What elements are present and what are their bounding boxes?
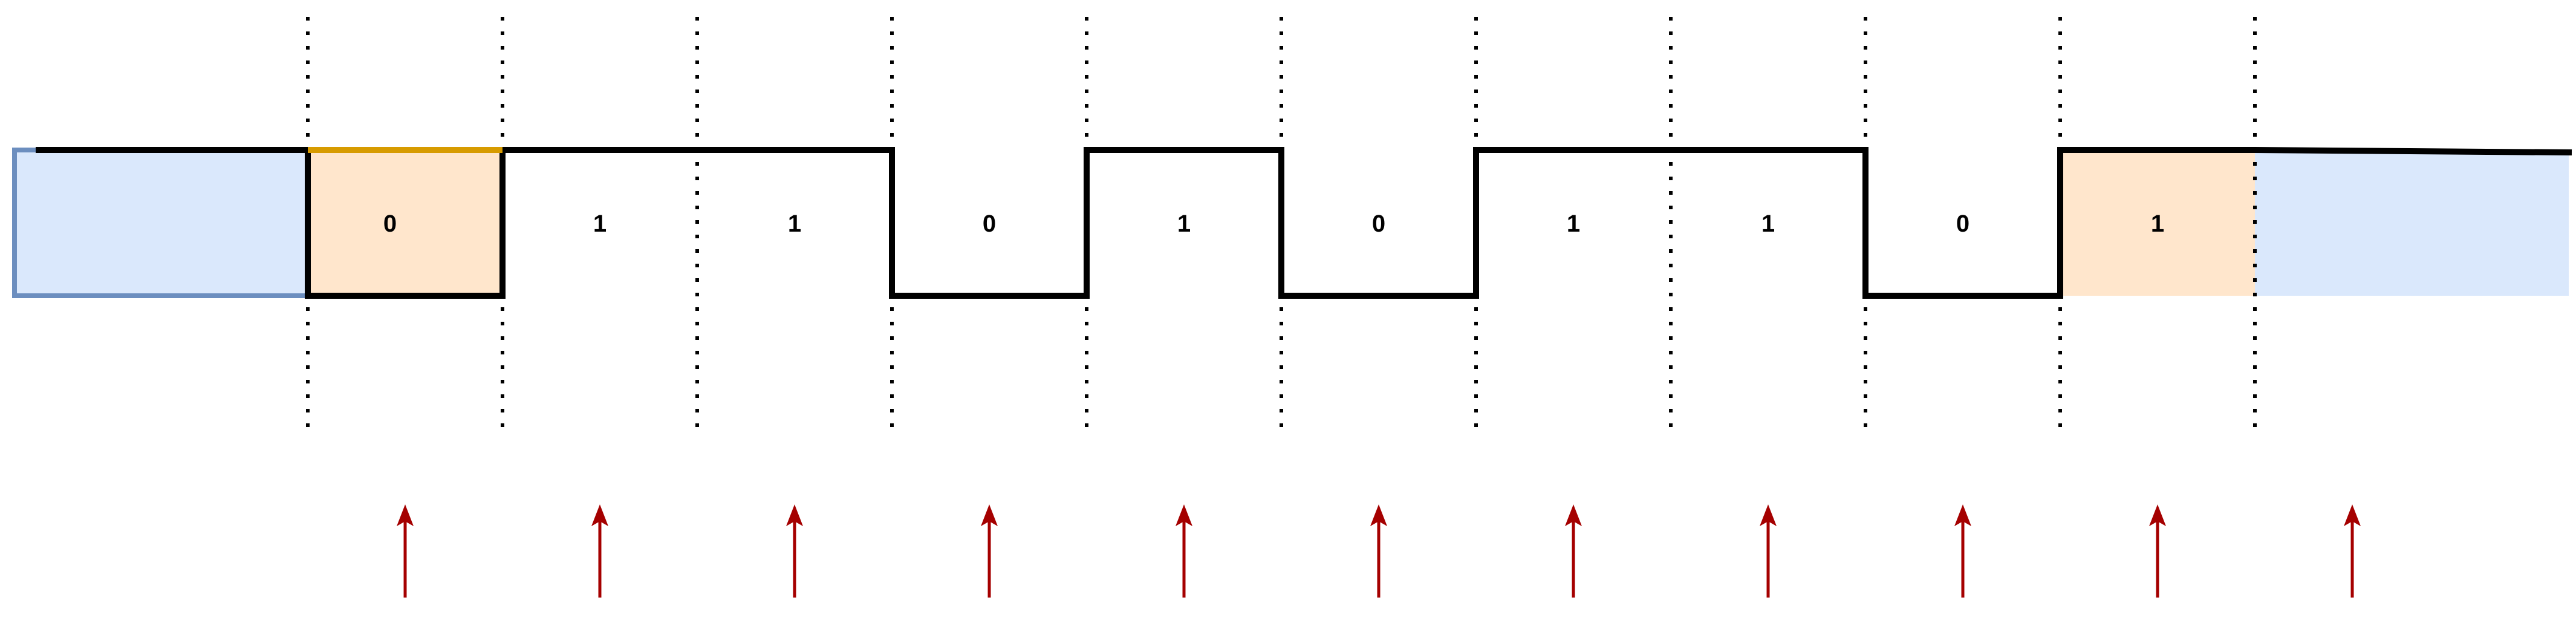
- idle-region-after: [2255, 150, 2569, 296]
- sample-arrow: [397, 504, 414, 598]
- sample-arrow: [1370, 504, 1387, 598]
- sample-arrow: [2149, 504, 2166, 598]
- idle-region-before: [12, 148, 310, 298]
- sample-arrow-head: [1370, 504, 1387, 526]
- sample-arrow: [1954, 504, 1971, 598]
- sample-arrow-head: [1176, 504, 1192, 526]
- sample-arrow-head: [1760, 504, 1777, 526]
- stop-bit-highlight: [2060, 150, 2255, 296]
- bit-label: 1: [1177, 210, 1191, 237]
- sample-arrow: [1176, 504, 1192, 598]
- sample-arrow-head: [1565, 504, 1582, 526]
- bit-label: 0: [1956, 210, 1969, 237]
- bit-label: 1: [593, 210, 607, 237]
- sample-arrow: [1760, 504, 1777, 598]
- sample-arrow-head: [591, 504, 608, 526]
- bit-label: 0: [1372, 210, 1385, 237]
- sample-arrow-head: [981, 504, 998, 526]
- sample-arrow: [591, 504, 608, 598]
- idle-regions: [12, 148, 2569, 298]
- signal-waveform: [36, 147, 2572, 299]
- bit-label: 1: [2151, 210, 2164, 237]
- bit-label: 1: [1761, 210, 1775, 237]
- bit-label: 0: [383, 210, 397, 237]
- sample-arrow-head: [2344, 504, 2361, 526]
- bit-label: 1: [788, 210, 801, 237]
- sample-arrow-head: [397, 504, 414, 526]
- sample-arrow-head: [1954, 504, 1971, 526]
- sample-arrow-head: [786, 504, 803, 526]
- bit-label: 1: [1567, 210, 1580, 237]
- bit-label: 0: [983, 210, 996, 237]
- sample-arrow: [786, 504, 803, 598]
- sample-arrows: [397, 504, 2361, 598]
- sample-arrow-head: [2149, 504, 2166, 526]
- signal-line: [36, 147, 2572, 299]
- sample-arrow: [2344, 504, 2361, 598]
- sample-arrow: [981, 504, 998, 598]
- frame-bit-highlights: [308, 150, 2255, 296]
- bit-labels: 0 1 1 0 1 0 1 1 0 1: [383, 210, 2164, 237]
- sample-arrow: [1565, 504, 1582, 598]
- start-bit-highlight: [308, 150, 503, 296]
